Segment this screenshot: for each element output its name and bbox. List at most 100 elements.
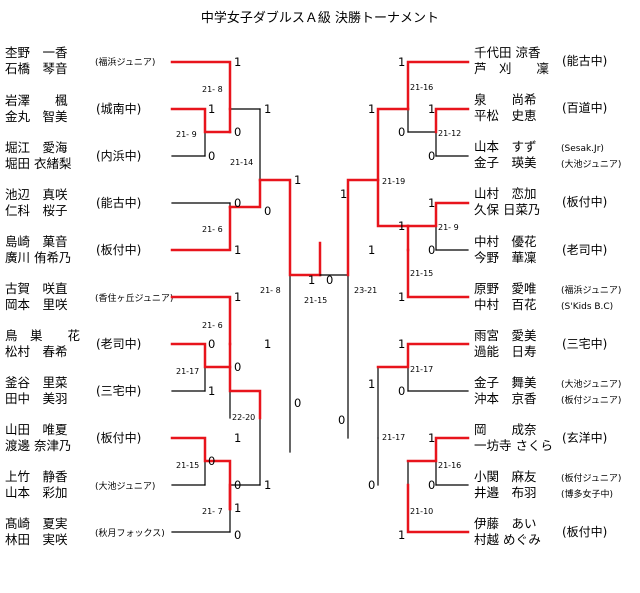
club-name: (秋月フォックス) <box>95 527 165 539</box>
match-score: 0 <box>208 149 215 163</box>
match-score: 1 <box>368 377 375 391</box>
player-name: 泉 尚希 <box>474 92 537 107</box>
right-pair-9: 岡 成奈 一坊寺 さくら (玄洋中) <box>474 422 607 453</box>
bracket-line <box>170 205 232 252</box>
club-name: (三宅中) <box>562 336 607 351</box>
match-score: 1 <box>234 431 241 445</box>
match-score: 1 <box>398 528 405 542</box>
bracket-line <box>376 342 470 369</box>
bracket-line <box>228 342 262 420</box>
match-score: 0 <box>428 243 435 257</box>
right-winner-lines <box>346 60 470 534</box>
final-score-left: 1 <box>308 273 315 287</box>
right-pair-6: 原野 愛唯 中村 百花 (福浜ジュニア) (S'Kids B.C) <box>474 281 621 312</box>
player-name: 久保 日菜乃 <box>474 202 540 217</box>
left-winner-lines <box>170 60 322 511</box>
match-score: 1 <box>264 337 271 351</box>
right-scores: 1 1 0 0 1 1 1 1 0 1 1 1 1 0 0 1 0 0 1 <box>338 55 435 542</box>
match-score: 1 <box>428 431 435 445</box>
match-score: 1 <box>398 337 405 351</box>
match-score: 0 <box>234 125 241 139</box>
club-name: (玄洋中) <box>562 430 607 445</box>
game-scores: 21- 8 21- 9 21-14 21- 6 21- 6 21-17 21-1… <box>176 83 461 516</box>
game-score: 21- 8 <box>260 286 281 295</box>
player-name: 井邉 布羽 <box>474 485 537 500</box>
game-score: 21- 8 <box>202 85 223 94</box>
club-name: (板付ジュニア) <box>561 472 621 484</box>
match-score: 0 <box>368 478 375 492</box>
game-score: 21-16 <box>410 83 433 92</box>
match-score: 1 <box>398 55 405 69</box>
player-name: 伊藤 あい <box>474 516 537 531</box>
game-score: 21- 6 <box>202 225 223 234</box>
player-name: 釜谷 里菜 <box>5 375 68 390</box>
match-score: 1 <box>294 173 301 187</box>
game-score: 21-15 <box>176 461 199 470</box>
club-name: (内浜中) <box>96 148 141 163</box>
club-name: (福浜ジュニア) <box>95 56 155 68</box>
player-name: 山本 すず <box>474 139 537 154</box>
player-name: 雨宮 愛美 <box>474 328 537 343</box>
club-name: (板付ジュニア) <box>561 394 621 406</box>
bracket-line <box>228 178 262 209</box>
club-name: (城南中) <box>96 101 141 116</box>
club-name: (板付中) <box>96 242 141 257</box>
game-score: 21-10 <box>410 507 433 516</box>
club-name: (能古中) <box>562 53 607 68</box>
match-score: 1 <box>428 102 435 116</box>
player-name: 池辺 真咲 <box>5 187 68 202</box>
player-name: 堀田 衣緒梨 <box>5 156 72 171</box>
left-pair-8: 釜谷 里菜 田中 美羽 (三宅中) <box>5 375 141 406</box>
bracket-line <box>170 436 232 511</box>
left-scores: 1 1 0 0 0 1 1 1 0 1 0 1 0 1 0 1 0 1 0 1 … <box>208 55 333 542</box>
player-name: 髙崎 夏実 <box>5 516 68 531</box>
player-name: 中村 百花 <box>474 297 537 312</box>
left-pair-2: 岩澤 楓 金丸 智美 (城南中) <box>5 93 141 124</box>
player-name: 平松 史恵 <box>474 108 537 123</box>
game-score: 23-21 <box>354 286 377 295</box>
match-score: 1 <box>234 501 241 515</box>
match-score: 0 <box>234 196 241 210</box>
match-score: 1 <box>264 478 271 492</box>
right-pair-7: 雨宮 愛美 過能 日寿 (三宅中) <box>474 328 607 359</box>
player-name: 山本 彩加 <box>5 485 68 500</box>
match-score: 0 <box>234 528 241 542</box>
club-name: (能古中) <box>96 195 141 210</box>
game-score: 21-14 <box>230 158 253 167</box>
match-score: 1 <box>264 102 271 116</box>
bracket-line <box>170 60 232 111</box>
player-name: 石橋 琴音 <box>5 61 68 76</box>
player-name: 山田 唯夏 <box>5 422 68 437</box>
match-score: 1 <box>428 196 435 210</box>
left-pair-4: 池辺 真咲 仁科 桜子 (能古中) <box>5 187 141 218</box>
match-score: 0 <box>208 337 215 351</box>
player-name: 松村 春希 <box>5 344 68 359</box>
game-score: 22-20 <box>232 413 255 422</box>
bracket-title: 中学女子ダブルスＡ級 決勝トーナメント <box>201 10 439 26</box>
bracket-line <box>406 60 470 111</box>
match-score: 1 <box>398 219 405 233</box>
game-score: 21- 9 <box>176 130 197 139</box>
player-name: 廣川 侑希乃 <box>5 250 71 265</box>
right-pair-2: 泉 尚希 平松 史恵 (百道中) <box>474 92 607 123</box>
player-name: 原野 愛唯 <box>474 281 537 296</box>
player-name: 中村 優花 <box>474 234 537 249</box>
club-name: (老司中) <box>96 336 141 351</box>
player-name: 芦 刈 凜 <box>474 61 549 76</box>
club-name: (老司中) <box>562 242 607 257</box>
club-name: (百道中) <box>562 100 607 115</box>
player-name: 岡 成奈 <box>474 422 537 437</box>
match-score: 0 <box>264 204 271 218</box>
player-name: 千代田 涼香 <box>474 45 541 60</box>
left-pair-6: 古賀 咲直 岡本 里咲 (香住ヶ丘ジュニア) <box>5 281 173 312</box>
right-pair-5: 中村 優花 今野 華凜 (老司中) <box>474 234 607 265</box>
match-score: 0 <box>338 413 345 427</box>
left-pair-5: 島崎 菓音 廣川 侑希乃 (板付中) <box>5 234 141 265</box>
player-name: 過能 日寿 <box>474 344 537 359</box>
match-score: 0 <box>208 454 215 468</box>
bracket-line <box>406 483 470 534</box>
match-score: 1 <box>208 384 215 398</box>
club-name: (福浜ジュニア) <box>561 284 621 296</box>
left-pair-9: 山田 唯夏 渡邊 奈津乃 (板付中) <box>5 422 141 453</box>
match-score: 1 <box>234 55 241 69</box>
